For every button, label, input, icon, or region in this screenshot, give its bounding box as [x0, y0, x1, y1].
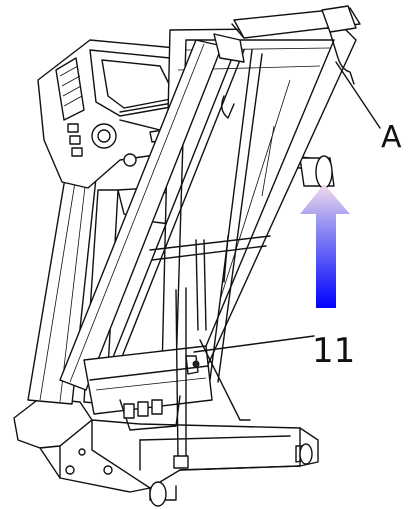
callout-11: [193, 335, 315, 353]
callout-11-label: 11: [312, 331, 355, 371]
wheel-left: [149, 481, 167, 507]
side-rails: [59, 33, 291, 403]
callout-a: [335, 61, 381, 129]
base-frame: [13, 397, 319, 501]
console: [37, 39, 201, 189]
callout-a-label: A: [381, 120, 402, 155]
wheel-right: [299, 443, 313, 465]
motor-assembly: [83, 239, 251, 469]
up-arrow: [300, 184, 350, 308]
